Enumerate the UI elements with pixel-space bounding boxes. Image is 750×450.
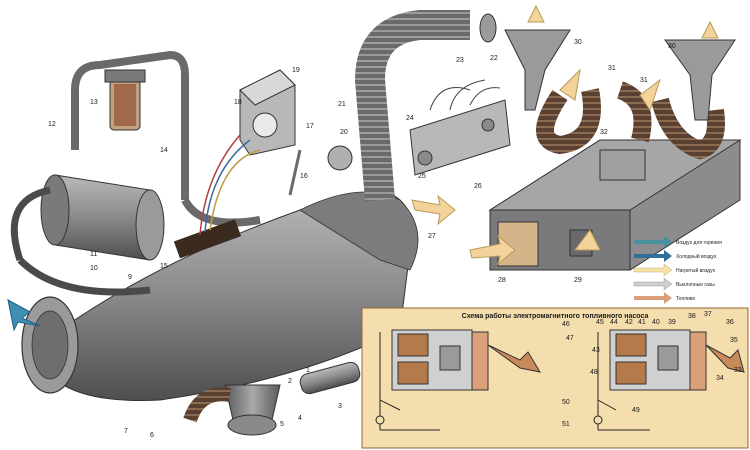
pnum-38: 38 [688,313,696,320]
legend-swatch-5 [634,292,672,304]
callout-29: 29 [574,277,582,284]
pnum-39: 39 [668,319,676,326]
exhaust-fitting [183,384,281,436]
out-arrow-4 [639,78,661,112]
callout-31a: 31 [608,65,616,72]
pnum-44: 44 [610,319,618,326]
legend-swatch-3 [633,263,673,277]
legend-label-2: Холодный воздух [676,253,717,260]
pnum-33: 33 [734,367,742,374]
callout-17: 17 [306,123,314,130]
callout-16: 16 [300,173,308,180]
schematic-numbers: 46 45 44 42 41 40 39 47 43 48 49 50 51 3… [562,311,742,428]
duct-cap [479,13,497,43]
funnel-right [664,39,736,121]
callout-27: 27 [428,233,436,240]
legend-swatch-4 [633,277,673,291]
legend-swatch-1 [634,236,672,248]
legend-label-1: Воздух для горения [676,240,722,246]
legend-swatch-2 [634,250,672,262]
callout-26: 26 [474,183,482,190]
callout-4: 4 [298,415,302,422]
legend-label-5: Топливо [676,296,695,302]
callout-5: 5 [280,421,284,428]
sensor-20 [327,145,353,171]
out-arrow-1 [527,4,545,23]
pnum-48: 48 [590,369,598,376]
pnum-40: 40 [652,319,660,326]
pnum-51: 51 [562,421,570,428]
callout-2: 2 [288,378,292,385]
flex-duct [354,10,470,202]
callout-24: 24 [406,115,414,122]
cold-air-arrow [7,299,41,332]
funnel-left [504,29,571,111]
callout-30b: 30 [668,43,676,50]
pump-drawing-left [375,329,542,431]
pnum-50: 50 [562,399,570,406]
callout-21: 21 [338,101,346,108]
callout-12: 12 [48,121,56,128]
glow-plug [288,149,302,196]
wiring-harness [173,134,261,259]
callout-13: 13 [90,99,98,106]
out-arrow-3 [559,68,581,101]
electric-motor [40,174,165,261]
callout-numbers: 7 6 2 1 3 4 5 9 10 11 12 13 14 15 16 17 … [48,39,676,439]
pnum-34: 34 [716,375,724,382]
out-arrow-5 [574,229,601,251]
callout-19: 19 [292,67,300,74]
pump-schematic-panel: Схема работы электромагнитного топливног… [361,307,749,449]
callout-20: 20 [340,129,348,136]
pump-drawing-right [593,329,745,431]
out-arrow-2 [701,20,719,39]
pnum-36: 36 [726,319,734,326]
legend-label-3: Нагретый воздух [676,267,716,274]
callout-6: 6 [150,432,154,439]
control-panel [409,79,511,176]
callout-9: 9 [128,274,132,281]
callout-18: 18 [234,99,242,106]
pnum-47: 47 [566,335,574,342]
legend-label-4: Выхлопные газы [676,282,715,288]
legend: Воздух для горения Холодный воздух Нагре… [633,236,722,304]
outlet-hose-mid [616,81,652,143]
pnum-46: 46 [562,321,570,328]
pnum-35: 35 [730,337,738,344]
callout-31b: 31 [640,77,648,84]
fuel-filter [104,69,146,131]
callout-15: 15 [160,263,168,270]
callout-30a: 30 [574,39,582,46]
callout-23: 23 [456,57,464,64]
inlet-arrow [469,234,516,266]
callout-22: 22 [490,55,498,62]
pnum-37: 37 [704,311,712,318]
callout-14: 14 [160,147,168,154]
callout-25: 25 [418,173,426,180]
callout-28: 28 [498,277,506,284]
fuel-pump [299,361,361,395]
callout-3: 3 [338,403,342,410]
pnum-41: 41 [638,319,646,326]
outlet-hose-right [651,97,725,160]
heater-body [21,189,419,401]
air-distribution-box [488,139,742,271]
pnum-42: 42 [625,319,633,326]
pnum-43: 43 [592,347,600,354]
relay-box [239,69,296,156]
outlet-hose-left [536,88,601,155]
callout-32: 32 [600,129,608,136]
schematic-title: Схема работы электромагнитного топливног… [462,312,649,320]
callout-10: 10 [90,265,98,272]
callout-11: 11 [90,251,97,258]
hot-air-arrow [411,194,456,226]
callout-1: 1 [306,367,310,374]
callout-7: 7 [124,428,128,435]
pnum-45: 45 [596,319,604,326]
pnum-49: 49 [632,407,640,414]
